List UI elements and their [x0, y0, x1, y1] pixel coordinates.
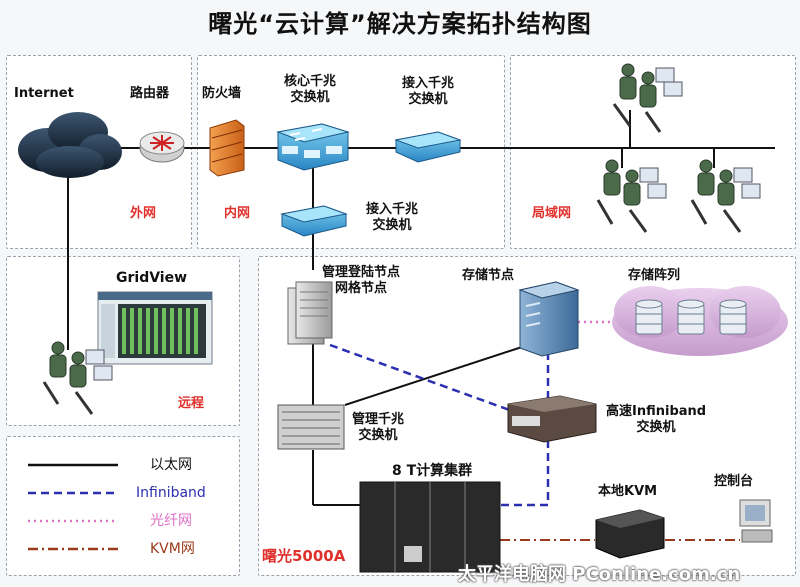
- label-mgmt-switch-line2: 交换机: [358, 428, 398, 443]
- label-cluster: 8 T计算集群: [392, 463, 473, 479]
- zone-label-remote: 远程: [178, 396, 205, 411]
- label-console: 控制台: [714, 474, 754, 489]
- label-access-switch-top-line1: 接入千兆: [402, 76, 455, 91]
- diagram-title: 曙光“云计算”解决方案拓扑结构图: [208, 10, 592, 38]
- storage-node-icon: [518, 281, 580, 357]
- ethernet-lines: [67, 110, 775, 506]
- legend-label-infiniband: Infiniband: [136, 485, 206, 501]
- label-ib-switch-line2: 交换机: [636, 420, 676, 435]
- label-access-switch-top: 接入千兆 交换机: [402, 76, 454, 108]
- cluster-racks-icon: [359, 481, 501, 573]
- label-core-switch-line1: 核心千兆: [284, 74, 337, 89]
- ib-switch-icon: [507, 395, 597, 443]
- label-local-kvm: 本地KVM: [598, 484, 658, 499]
- cloud-icon: [18, 112, 122, 178]
- label-internet: Internet: [14, 86, 74, 101]
- storage-array-icon: [612, 286, 788, 356]
- kvm-icon: [595, 509, 665, 559]
- zone-legend: [6, 436, 240, 576]
- label-mgmt-node: 管理登陆节点 网格节点: [322, 265, 400, 297]
- label-ib-switch-line1: 高速Infiniband: [606, 404, 707, 419]
- label-mgmt-node-line1: 管理登陆节点: [322, 265, 401, 280]
- console-icon: [739, 499, 773, 543]
- label-mgmt-switch-line1: 管理千兆: [352, 412, 405, 427]
- access-switch-top-icon: [394, 131, 462, 163]
- label-gridview: GridView: [116, 270, 188, 286]
- legend-label-ethernet: 以太网: [150, 457, 192, 473]
- label-core-switch: 核心千兆 交换机: [284, 74, 336, 106]
- router-icon: [139, 131, 185, 163]
- label-access-switch-mid-line1: 接入千兆: [366, 202, 419, 217]
- label-access-switch-mid: 接入千兆 交换机: [366, 202, 418, 234]
- mgmt-server-icon: [287, 281, 333, 345]
- legend-samples: [28, 463, 118, 551]
- label-ib-switch: 高速Infiniband 交换机: [606, 404, 706, 436]
- label-core-switch-line2: 交换机: [290, 90, 330, 105]
- access-switch-mid-icon: [280, 205, 348, 237]
- legend-label-kvm: KVM网: [150, 541, 195, 557]
- mgmt-switch-icon: [277, 404, 345, 450]
- zone-label-system: 曙光5000A: [262, 547, 346, 565]
- label-firewall: 防火墙: [202, 86, 242, 101]
- zone-label-inner: 内网: [224, 206, 251, 221]
- zone-label-lan: 局域网: [532, 206, 572, 221]
- legend-label-fiber: 光纤网: [150, 513, 192, 529]
- workstation-users-icon: [42, 63, 761, 415]
- label-mgmt-switch: 管理千兆 交换机: [352, 412, 404, 444]
- label-mgmt-node-line2: 网格节点: [335, 281, 388, 296]
- infiniband-lines: [329, 343, 550, 507]
- label-router: 路由器: [130, 86, 170, 101]
- label-access-switch-top-line2: 交换机: [408, 92, 448, 107]
- label-storage-array: 存储阵列: [628, 268, 681, 283]
- watermark-text: 太平洋电脑网 PConline.com.cn: [458, 564, 741, 585]
- zone-label-outer: 外网: [130, 206, 157, 221]
- label-storage-node: 存储节点: [462, 268, 515, 283]
- firewall-icon: [209, 119, 245, 177]
- gridview-screenshot: [97, 291, 213, 365]
- label-access-switch-mid-line2: 交换机: [372, 218, 412, 233]
- core-switch-icon: [276, 123, 350, 171]
